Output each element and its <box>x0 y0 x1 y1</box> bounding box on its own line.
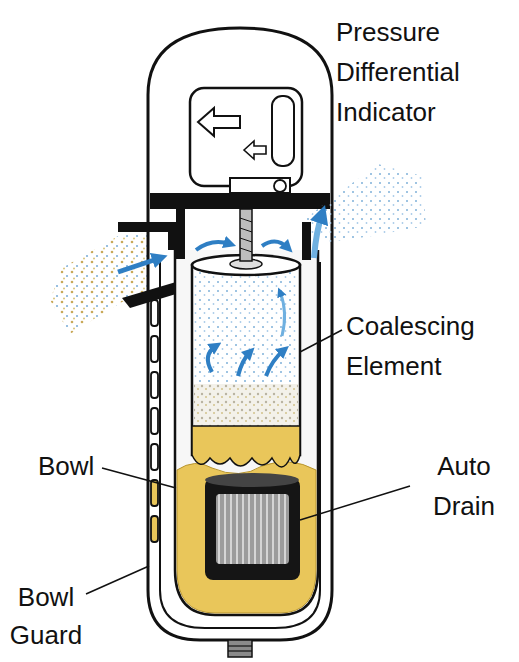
flow-arrow <box>196 242 230 250</box>
guard-slot <box>151 444 158 470</box>
flow-arrow <box>238 352 250 376</box>
guard-slot <box>151 372 158 398</box>
auto-drain-mesh <box>216 494 289 564</box>
guard-slot <box>151 336 158 362</box>
part-label: Auto Drain <box>414 446 514 526</box>
flow-arrow <box>118 258 160 272</box>
bowl <box>175 250 318 615</box>
element-foam <box>194 384 298 428</box>
drain-stub <box>228 640 252 657</box>
flow-arrow <box>280 292 285 336</box>
screw-thread <box>240 228 252 232</box>
screw-thread <box>240 238 252 242</box>
element-air <box>194 272 298 384</box>
head-top-wall <box>150 193 330 209</box>
part-label: Bowl Guard <box>6 578 86 654</box>
element-oil-drips <box>192 426 300 467</box>
flow-arrow <box>314 214 322 258</box>
center-screw <box>240 209 252 261</box>
head-inner-wall <box>176 209 185 259</box>
part-label: Pressure Differential Indicator <box>336 12 496 132</box>
part-label: Bowl <box>38 446 108 486</box>
leader-line <box>86 566 149 594</box>
bowl-guard-housing <box>148 28 332 640</box>
flow-arrow <box>262 241 288 248</box>
leader-line <box>300 486 410 520</box>
part-label: Coalescing Element <box>346 306 496 386</box>
flow-arrow <box>208 346 216 372</box>
leader-line <box>300 330 342 352</box>
screw-thread <box>240 218 252 222</box>
guard-slot <box>151 480 158 506</box>
guard-slot <box>151 408 158 434</box>
leader-line <box>102 468 176 488</box>
outlet-air-stream <box>306 164 426 242</box>
indicator-base <box>230 178 290 193</box>
indicator-mount <box>274 180 286 192</box>
auto-drain-top <box>205 473 299 487</box>
drain-thread <box>228 650 252 651</box>
flow-arrow <box>266 350 284 376</box>
auto-drain-body <box>205 478 300 580</box>
screw-thread <box>240 248 252 252</box>
guard-slot <box>151 300 158 326</box>
indicator-arrow-symbol <box>198 108 240 136</box>
drain-thread <box>228 645 252 646</box>
guard-slot <box>151 516 158 542</box>
indicator-body <box>190 88 302 186</box>
inlet-port-wall <box>118 222 178 250</box>
collected-liquid <box>177 462 316 613</box>
indicator-cap <box>272 96 294 166</box>
indicator-arrow-symbol <box>244 141 266 159</box>
inlet-port-wall <box>122 282 176 308</box>
